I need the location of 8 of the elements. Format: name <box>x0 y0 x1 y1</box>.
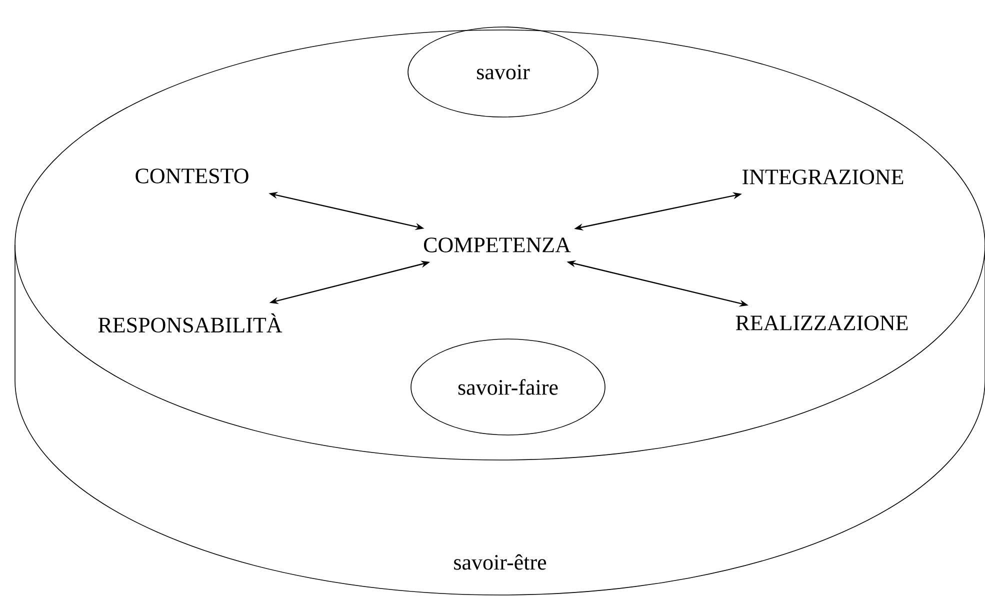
ellipse-node: savoir-faire <box>410 338 606 436</box>
concept-label: INTEGRAZIONE <box>742 170 904 184</box>
ellipse-node: savoir <box>408 26 598 118</box>
concept-label: CONTESTO <box>136 168 248 184</box>
concept-label: RESPONSABILITÀ <box>98 313 282 333</box>
concept-label: COMPETENZA <box>424 238 571 252</box>
concept-label: REALIZZAZIONE <box>736 316 908 330</box>
node-label: savoir-être <box>454 554 546 570</box>
